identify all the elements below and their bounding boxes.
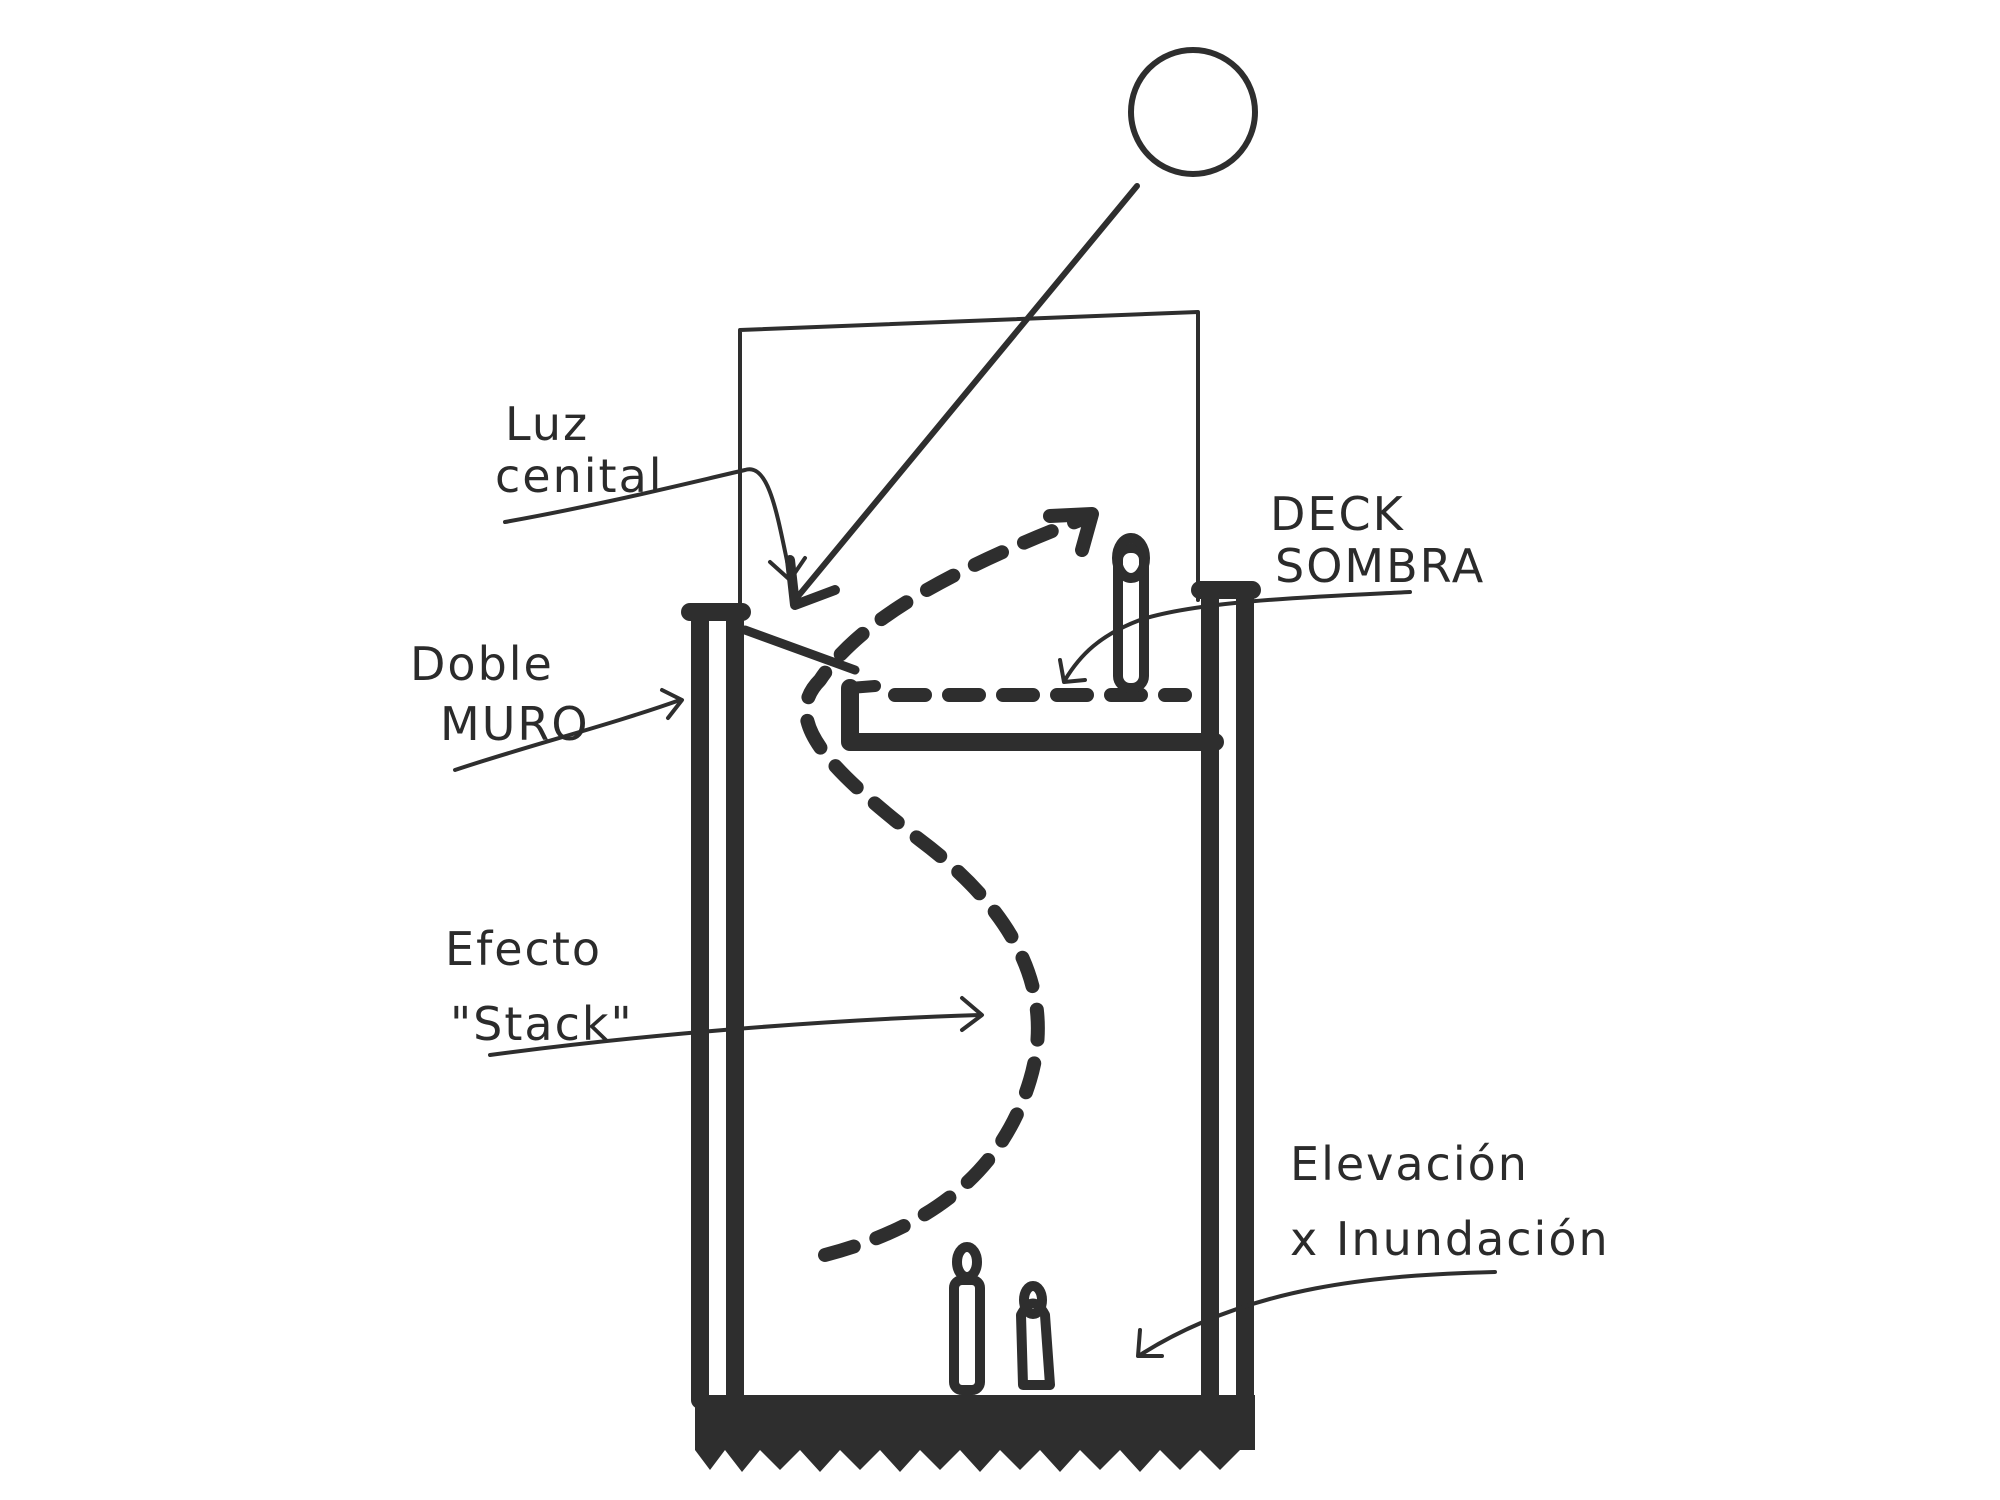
label-inundacion: x Inundación (1290, 1212, 1610, 1266)
ground-slab (695, 1395, 1255, 1472)
stack-arrowhead (1043, 507, 1099, 557)
label-elevacion: Elevación (1290, 1137, 1529, 1191)
deck-slab (841, 679, 1224, 751)
skylight-slope (740, 625, 860, 675)
person-icon (1016, 1281, 1055, 1390)
stack-effect-curve (799, 513, 1087, 1262)
leader-doble-muro (453, 688, 684, 772)
label-efecto: Efecto (445, 922, 602, 976)
leader-elevacion (1136, 1270, 1497, 1358)
double-wall-left (681, 603, 751, 1409)
label-muro: MURO (440, 697, 590, 751)
double-wall-right (1191, 581, 1261, 1409)
label-luz: Luz (505, 397, 589, 451)
label-deck: DECK (1270, 487, 1405, 541)
label-doble: Doble (410, 637, 554, 691)
sun-icon (1128, 47, 1258, 177)
label-stack: "Stack" (450, 997, 634, 1051)
label-sombra: SOMBRA (1275, 539, 1485, 593)
leader-efecto-stack (488, 996, 984, 1057)
leader-deck-sombra (1058, 590, 1412, 684)
leader-luz-cenital (503, 467, 807, 582)
label-cenital: cenital (495, 449, 664, 503)
person-icon (1112, 533, 1150, 693)
person-icon (949, 1242, 985, 1395)
upper-volume (738, 310, 1200, 610)
